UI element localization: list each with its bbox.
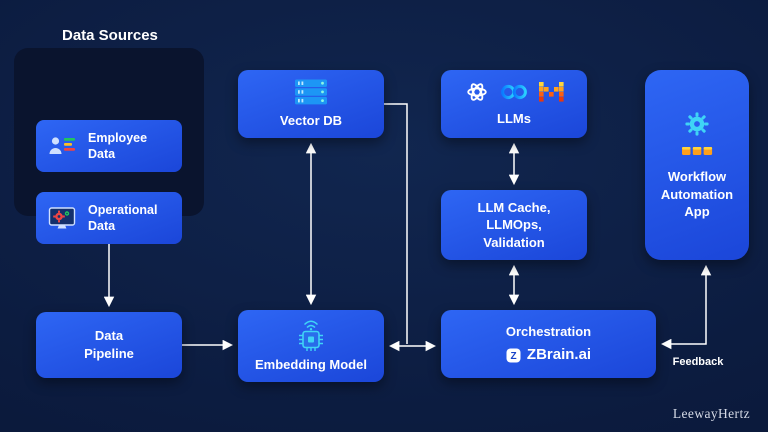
edge-workflow-feedback	[660, 264, 712, 350]
vector-db-label: Vector DB	[279, 112, 343, 128]
workflow-app-label: Workflow Automation App	[660, 169, 734, 220]
orchestration-label: Orchestration	[505, 323, 592, 339]
svg-text:Z: Z	[510, 351, 516, 362]
embedding-model-label: Embedding Model	[255, 356, 367, 372]
feedback-label: Feedback	[672, 356, 724, 368]
meta-icon	[500, 85, 527, 100]
data-pipeline-label: Data Pipeline	[84, 328, 134, 361]
openai-icon	[466, 83, 487, 101]
embedding-model-node: Embedding Model	[238, 310, 384, 382]
edge-vectordb-to-orchestration	[384, 103, 408, 344]
monitor-gears-icon	[48, 207, 76, 229]
llm-provider-icons	[465, 80, 564, 104]
leewayhertz-watermark: LeewayHertz	[672, 406, 750, 421]
operational-data-label: Operational Data	[88, 202, 158, 233]
employee-data-node: Employee Data	[36, 120, 182, 172]
zbrain-logo-icon: Z	[506, 348, 521, 363]
person-chart-icon	[49, 137, 75, 154]
llm-cache-label: LLM Cache, LLMOps, Validation	[477, 199, 551, 250]
llm-cache-node: LLM Cache, LLMOps, Validation	[441, 190, 587, 260]
workflow-app-node: Workflow Automation App	[645, 70, 749, 260]
orchestration-node: Orchestration Z ZBrain.ai	[441, 310, 656, 378]
data-sources-heading: Data Sources	[62, 27, 158, 44]
zbrain-label: ZBrain.ai	[526, 346, 592, 364]
zbrain-brand: Z ZBrain.ai	[506, 345, 591, 365]
employee-data-label: Employee Data	[88, 130, 148, 161]
chip-signal-icon	[299, 320, 323, 351]
llms-node: LLMs	[441, 70, 587, 138]
boxes-icon	[682, 147, 713, 156]
data-pipeline-node: Data Pipeline	[36, 312, 182, 378]
gear-boxes-icon	[681, 109, 713, 156]
mistral-icon	[538, 82, 564, 102]
gear-icon	[685, 112, 709, 136]
operational-data-node: Operational Data	[36, 192, 182, 244]
data-sources-panel: Employee Data Operational Data	[14, 48, 204, 244]
llms-label: LLMs	[497, 111, 531, 127]
server-stack-icon	[295, 79, 327, 105]
vector-db-node: Vector DB	[238, 70, 384, 138]
